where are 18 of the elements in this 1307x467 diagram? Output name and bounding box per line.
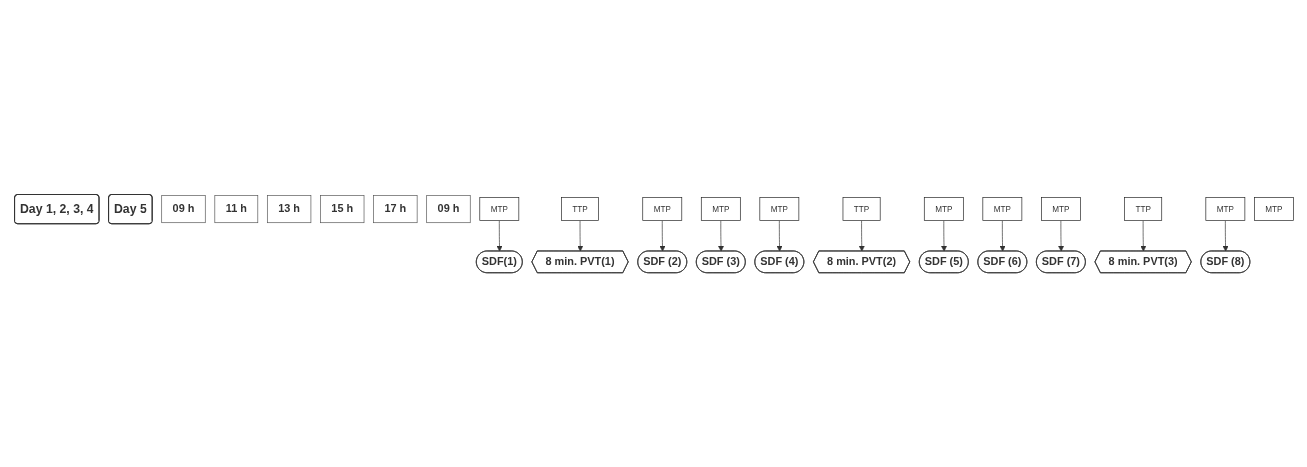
node-box: MTP: [759, 197, 799, 221]
node-box: MTP: [923, 197, 964, 221]
node-box: 17 h: [372, 195, 417, 223]
node-box: MTP: [1253, 197, 1294, 221]
node-box: TTP: [1123, 197, 1162, 221]
node-box: MTP: [1205, 197, 1245, 221]
node-box: TTP: [842, 197, 881, 221]
node-box: 15 h: [319, 195, 364, 223]
node-box: TTP: [560, 197, 599, 221]
node-box: 09 h: [425, 195, 471, 223]
node-box: 13 h: [266, 195, 311, 223]
node-box: 11 h: [213, 195, 258, 223]
node-box: MTP: [982, 197, 1022, 221]
node-box: 09 h: [160, 195, 206, 223]
node-box: MTP: [1040, 197, 1081, 221]
node-box: MTP: [700, 197, 741, 221]
node-box: MTP: [478, 197, 519, 221]
node-box: MTP: [641, 197, 682, 221]
